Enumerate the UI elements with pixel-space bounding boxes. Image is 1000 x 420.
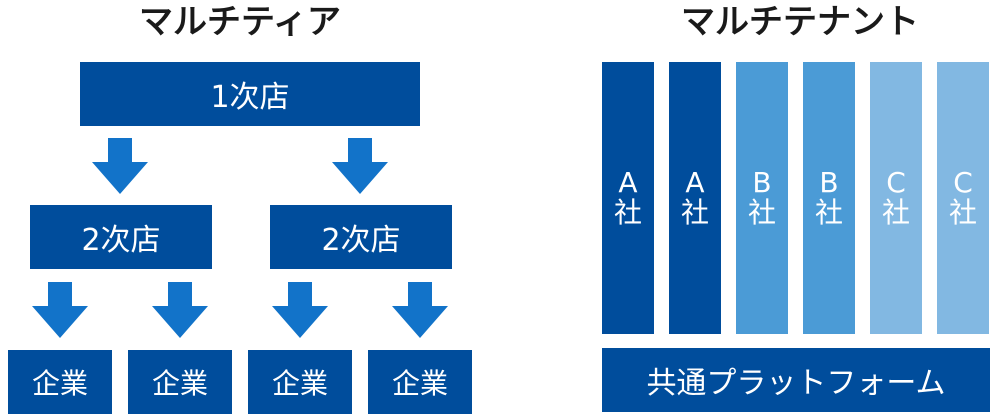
tenant-suffix: 社 — [613, 196, 642, 229]
tenant-letter: C — [886, 166, 906, 199]
tier3-box: 企業 — [368, 350, 472, 414]
tenant-letter: B — [752, 166, 772, 199]
tenant-suffix: 社 — [948, 196, 977, 229]
tenant-letter: A — [618, 166, 638, 199]
tenant-column: C 社 — [870, 62, 922, 334]
arrow-down-icon — [392, 282, 448, 338]
tier2-box: 2次店 — [270, 205, 452, 269]
arrow-down-icon — [32, 282, 88, 338]
tenant-column: B 社 — [736, 62, 788, 334]
tier3-box: 企業 — [8, 350, 112, 414]
tenant-column: A 社 — [669, 62, 721, 334]
tenant-suffix: 社 — [881, 196, 910, 229]
multitenant-title: マルチテナント — [681, 2, 919, 42]
multitier-title: マルチティア — [139, 2, 341, 42]
tenant-letter: A — [685, 166, 705, 199]
tier2-box: 2次店 — [30, 205, 212, 269]
tenant-suffix: 社 — [814, 196, 843, 229]
tier3-box: 企業 — [128, 350, 232, 414]
tenant-column: C 社 — [937, 62, 989, 334]
tenant-letter: B — [819, 166, 839, 199]
arrow-down-icon — [152, 282, 208, 338]
arrow-down-icon — [272, 282, 328, 338]
arrow-down-icon — [92, 138, 148, 194]
tier1-box: 1次店 — [80, 62, 420, 126]
tenant-letter: C — [953, 166, 973, 199]
tenant-suffix: 社 — [747, 196, 776, 229]
tenant-suffix: 社 — [680, 196, 709, 229]
arrow-down-icon — [332, 138, 388, 194]
common-platform-bar: 共通プラットフォーム — [602, 348, 990, 412]
tenant-column: B 社 — [803, 62, 855, 334]
tier3-box: 企業 — [248, 350, 352, 414]
tenant-column: A 社 — [602, 62, 654, 334]
